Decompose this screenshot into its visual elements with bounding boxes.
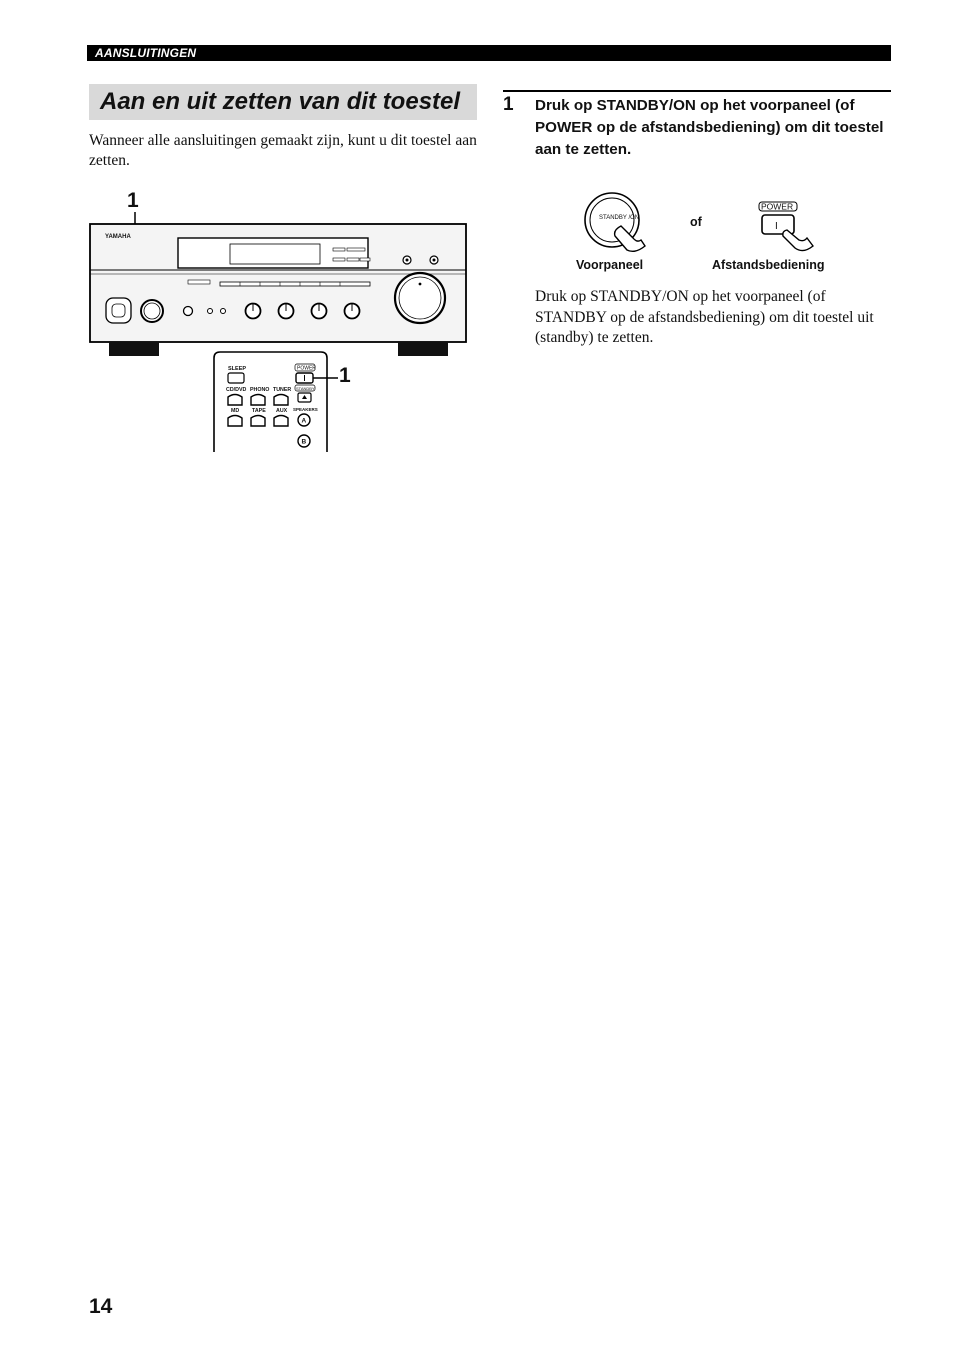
- remote-speaker-b: B: [302, 439, 307, 446]
- power-illustration: STANDBY /ON of POWER I: [584, 192, 814, 253]
- section-header-bar: AANSLUITINGEN: [87, 45, 891, 61]
- power-button-icon: [761, 214, 795, 235]
- standby-button-text: STANDBY /ON: [599, 215, 639, 221]
- finger-press-icon: [613, 225, 646, 253]
- step-instruction: Druk op STANDBY/ON op het voorpaneel (of…: [535, 97, 884, 158]
- remote-standby-label: STANDBY: [296, 386, 315, 391]
- finger-press-icon: [782, 229, 814, 252]
- receiver-figure: 1 YAMAHA: [89, 189, 467, 452]
- remote-sleep-button: [227, 372, 245, 384]
- title-box: Aan en uit zetten van dit toestel: [89, 84, 477, 120]
- remote-speaker-a: A: [302, 418, 307, 425]
- step-number: 1: [503, 94, 514, 115]
- or-label: of: [690, 215, 703, 229]
- power-label: POWER: [761, 202, 793, 212]
- page-title: Aan en uit zetten van dit toestel: [100, 88, 461, 115]
- remote-input-label: TAPE: [252, 408, 266, 414]
- callout-number: 1: [339, 364, 351, 387]
- step-rule: [503, 90, 891, 92]
- power-symbol: I: [775, 221, 778, 232]
- section-title: AANSLUITINGEN: [95, 46, 197, 60]
- remote-input-label: PHONO: [250, 387, 269, 393]
- remote-control: SLEEP POWER STANDBY CD/DVD PHONO TUNER M…: [213, 351, 328, 452]
- remote-input-label: CD/DVD: [226, 387, 246, 393]
- volume-knob: [393, 271, 447, 325]
- callout-number: 1: [127, 189, 139, 212]
- page-number: 14: [89, 1295, 113, 1318]
- remote-power-label: POWER: [297, 366, 316, 372]
- receiver-brand: YAMAHA: [105, 234, 131, 240]
- remote-speakers-label: SPEAKERS: [293, 407, 318, 412]
- remote-input-label: MD: [231, 408, 239, 414]
- standby-on-button: [105, 297, 132, 324]
- intro-paragraph: Wanneer alle aansluitingen gemaakt zijn,…: [89, 132, 477, 169]
- remote-sleep-label: SLEEP: [228, 366, 246, 372]
- remote-caption: Afstandsbediening: [712, 258, 825, 272]
- remote-input-label: AUX: [276, 408, 288, 414]
- front-panel-caption: Voorpaneel: [576, 258, 644, 272]
- body-paragraph: Druk op STANDBY/ON op het voorpaneel (of…: [535, 288, 874, 346]
- remote-input-label: TUNER: [273, 387, 291, 393]
